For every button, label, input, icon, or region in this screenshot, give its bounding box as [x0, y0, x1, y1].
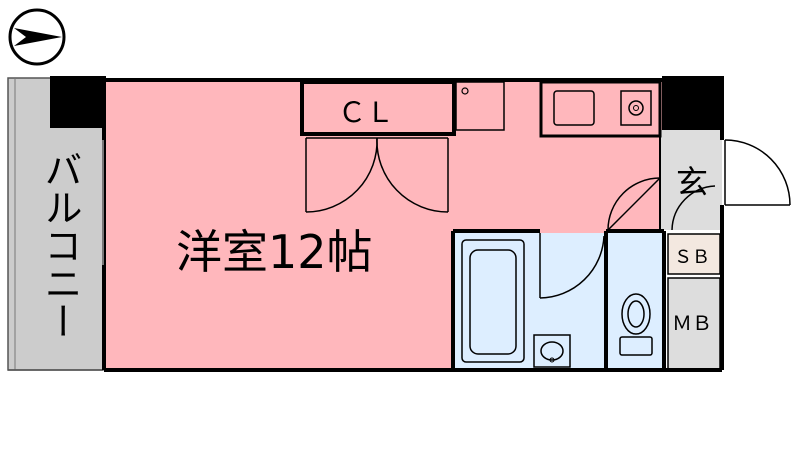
- toilet: [619, 293, 653, 356]
- shoe-box-label: ＳＢ: [674, 247, 710, 268]
- shoe-box: [667, 233, 721, 275]
- bathtub: [461, 239, 525, 363]
- closet-label: ＣＬ: [338, 96, 394, 129]
- meter-box-label: ＭＢ: [672, 311, 712, 335]
- stove: [620, 90, 652, 126]
- fridge-space: [455, 81, 505, 131]
- north-arrow-icon: [8, 8, 66, 66]
- sink: [553, 90, 595, 126]
- balcony-label: バルコニー: [38, 150, 82, 340]
- entrance-label: 玄: [676, 163, 708, 201]
- entrance-area: [660, 130, 722, 230]
- room-label: 洋室12帖: [176, 225, 373, 279]
- kitchen-counter: [539, 80, 662, 138]
- closet: [300, 80, 456, 136]
